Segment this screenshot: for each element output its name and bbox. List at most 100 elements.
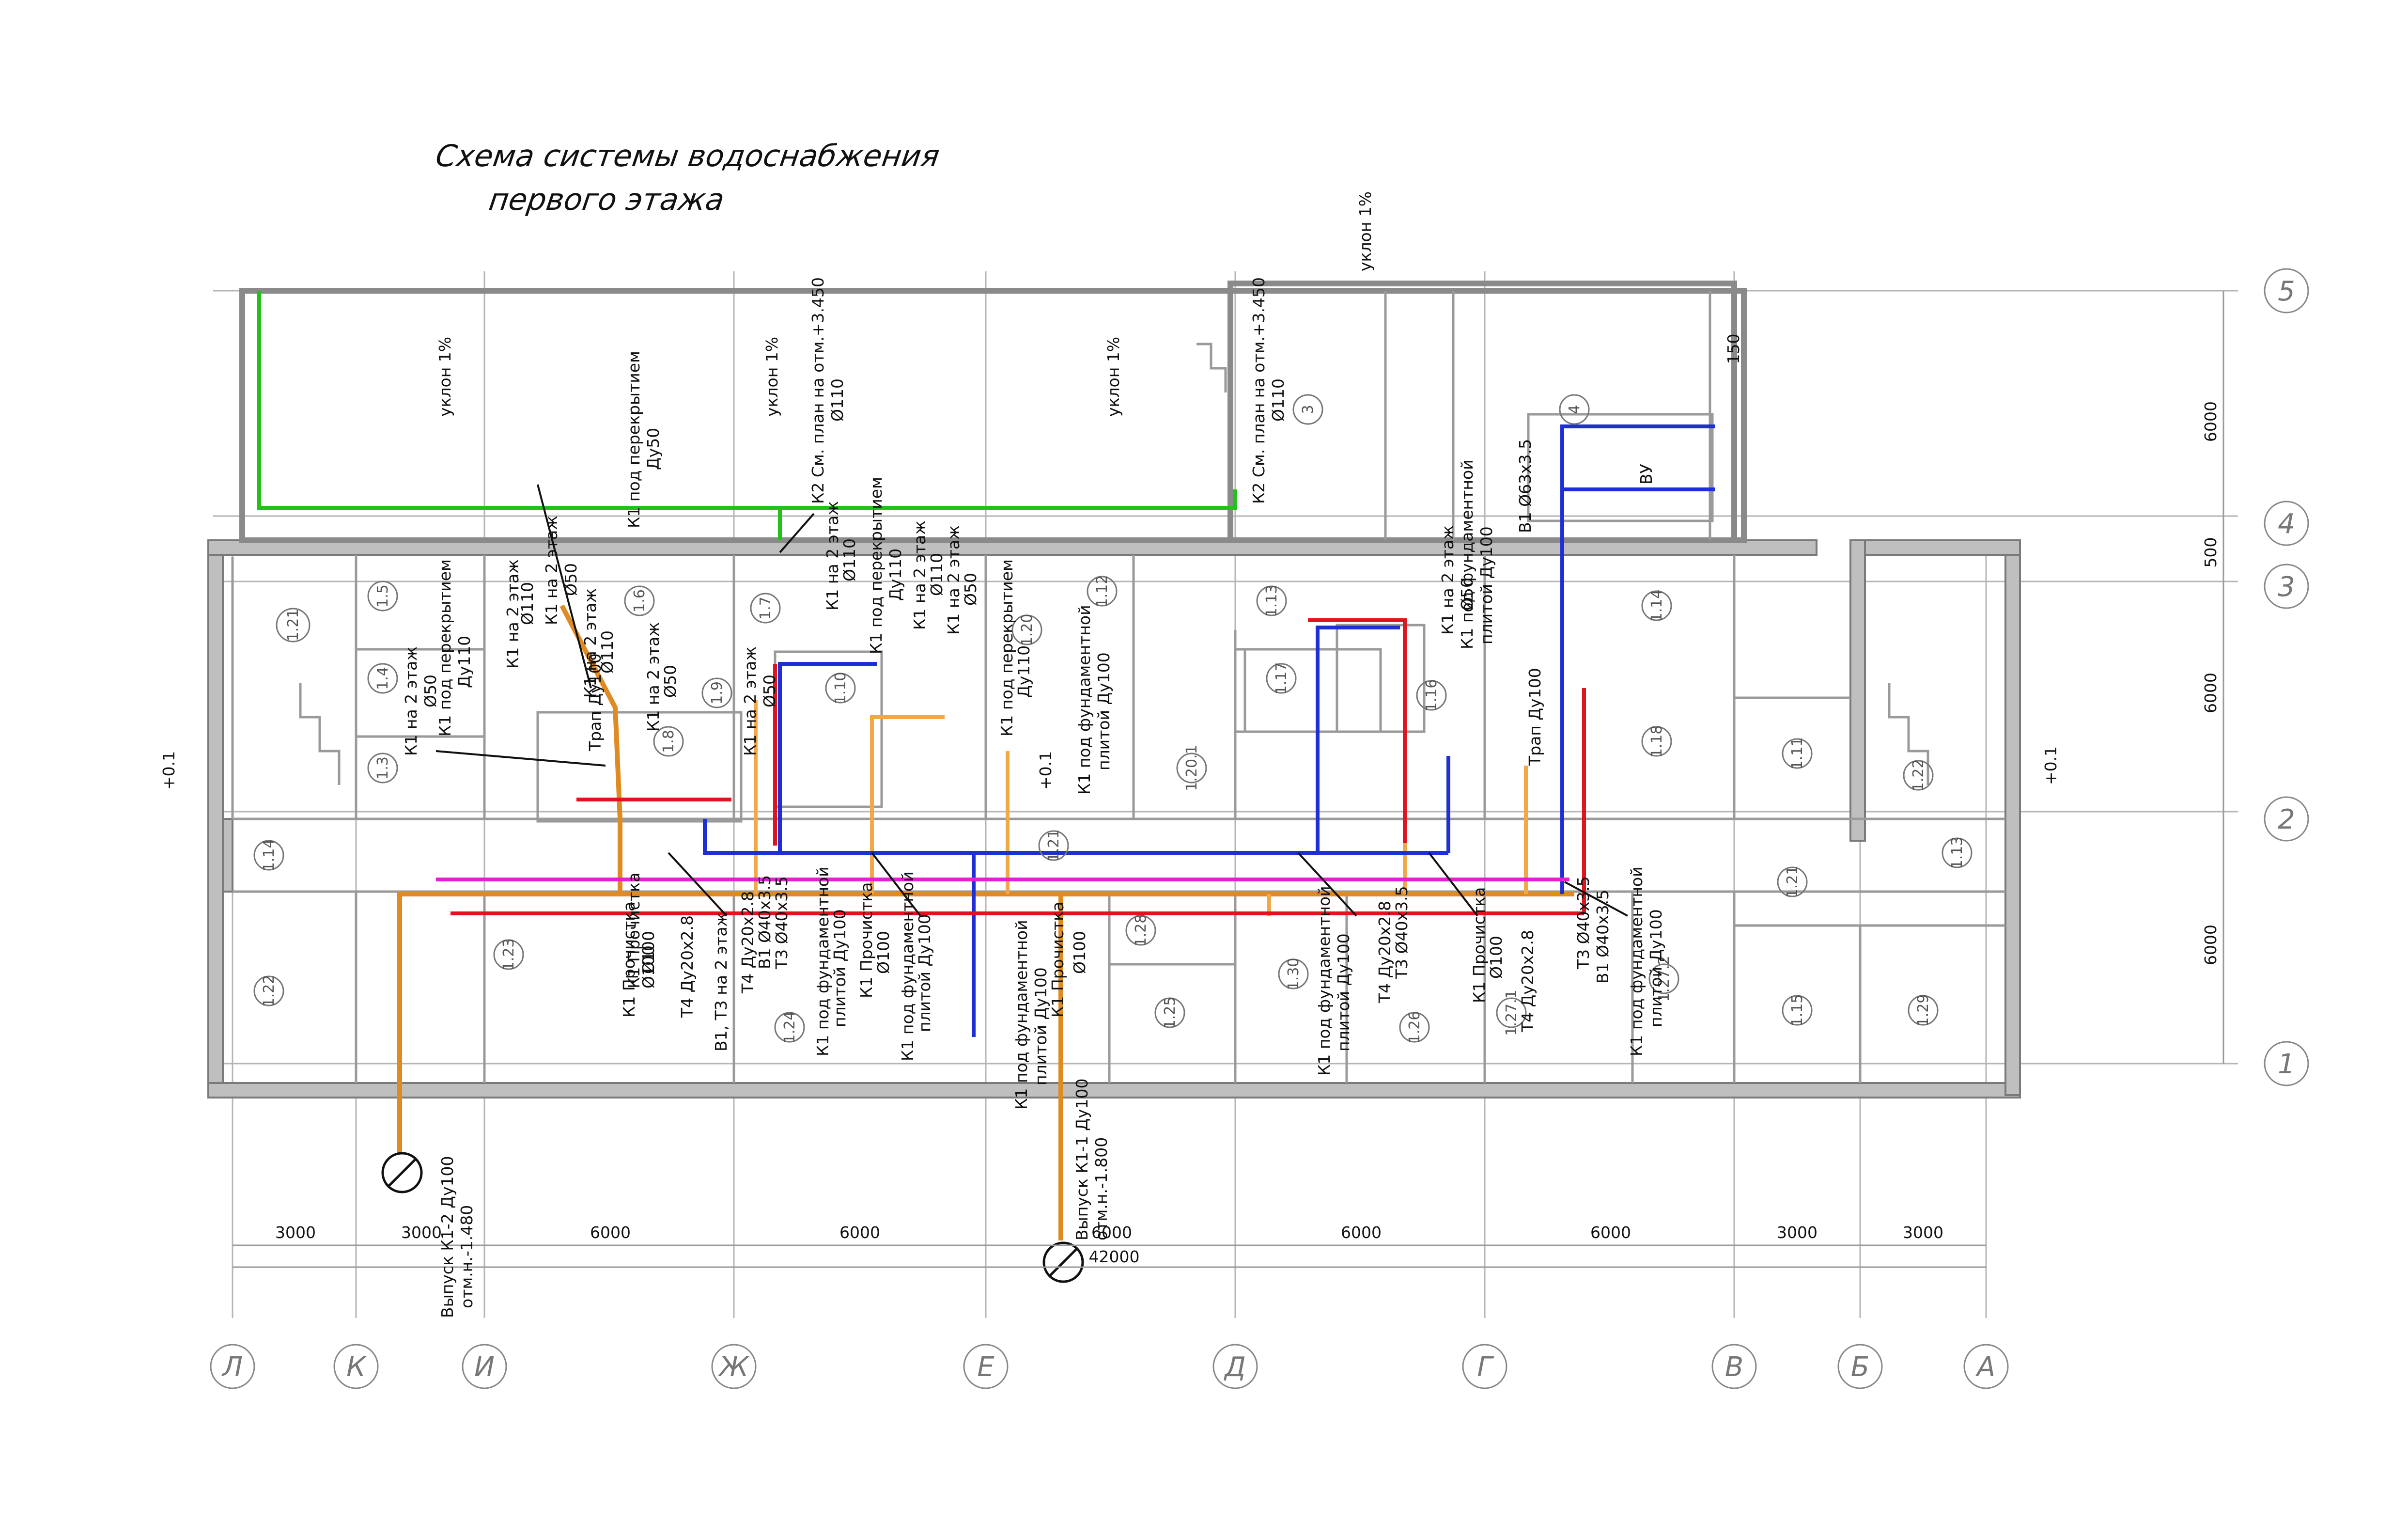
- pipe-label: К1 под фундаментной: [813, 866, 832, 1056]
- pipe-label: Ø110: [828, 378, 847, 422]
- room-tag: 1.21: [1777, 866, 1808, 898]
- axis-bubble-I: [462, 1344, 507, 1389]
- pipe-label: К1 Прочистка: [624, 873, 643, 989]
- pipe-label: К1 под перекрытием: [624, 351, 643, 528]
- svg-text:1.13: 1.13: [1263, 585, 1280, 617]
- axis-label-A: А: [1975, 1351, 1995, 1383]
- pipe-label: К1 на 2 этаж: [910, 520, 929, 630]
- svg-text:1.21: 1.21: [1045, 830, 1062, 862]
- svg-text:1.24: 1.24: [781, 1011, 798, 1044]
- interior-partitions: [233, 555, 2005, 1083]
- dimension-lines: [233, 291, 2224, 1268]
- room-tag: 1.28: [1125, 914, 1156, 947]
- axis-label-2: 2: [2278, 804, 2295, 835]
- pipe-label: К1 Прочистка: [1048, 902, 1067, 1018]
- room-tag: 1.13: [1256, 585, 1287, 617]
- outlet-symbols: [381, 1152, 1084, 1283]
- level-marks: +0.1 +0.1 +0.1: [159, 746, 2060, 790]
- room-tag: 1.23: [493, 939, 524, 971]
- dim-7: 6000: [1590, 1223, 1631, 1242]
- cold-water-pipes: [703, 424, 1715, 1037]
- pipe-label: К1 под фундаментной: [1075, 605, 1094, 795]
- pipe-label: плитой Ду100: [915, 914, 934, 1032]
- pipe-label: Ø50: [661, 665, 680, 698]
- grid-lines: [213, 271, 2238, 1318]
- leader-lines: [435, 484, 1628, 917]
- pipe-label: Т3 Ø40х3.5: [1392, 886, 1411, 979]
- axis-label-G: Г: [1477, 1351, 1494, 1383]
- axis-bubble-5: [2264, 268, 2309, 314]
- entrance-wall: [222, 818, 233, 893]
- pipe-label: К1 под фундаментной: [1315, 886, 1334, 1076]
- svg-text:1.30: 1.30: [1285, 958, 1302, 990]
- slope-note: уклон 1%: [762, 337, 781, 417]
- pipe-label: Ø50: [421, 675, 440, 707]
- axis-bubble-Zh: [711, 1344, 757, 1389]
- dim-8: 3000: [1777, 1223, 1818, 1242]
- svg-text:1.21: 1.21: [285, 609, 302, 642]
- pipe-label: Ø50: [760, 675, 779, 707]
- axis-label-D: Д: [1223, 1351, 1246, 1383]
- svg-text:1.20.1: 1.20.1: [1183, 745, 1200, 791]
- axis-bubble-4: [2264, 501, 2309, 546]
- pipe-label: плитой Ду100: [1647, 909, 1665, 1027]
- pipe-label: К1 под фундаментной: [1458, 459, 1476, 649]
- pipe-label: Ду110: [886, 549, 905, 601]
- room-tag: 1.27.1: [1496, 989, 1527, 1036]
- pipe-label: Ø110: [840, 538, 859, 581]
- pipe-label: Ø100: [874, 931, 893, 974]
- pipe-label: Ø100: [639, 945, 658, 989]
- svg-text:1.9: 1.9: [709, 681, 726, 705]
- svg-text:1.28: 1.28: [1133, 914, 1150, 947]
- pipe-label: К1 на 2 этаж: [741, 646, 760, 756]
- room-tag: 1.6: [624, 585, 655, 616]
- axis-bubble-V: [1711, 1344, 1757, 1389]
- svg-text:1.3: 1.3: [374, 756, 391, 780]
- pipe-label: К1 на 2 этаж: [402, 646, 420, 756]
- dim-4: 6000: [839, 1223, 880, 1242]
- svg-text:1.16: 1.16: [1423, 679, 1440, 712]
- pipe-label: Ду110: [455, 636, 474, 688]
- pipe-label: Т3 Ø40х3.5: [772, 876, 791, 970]
- slope-notes: уклон 1% уклон 1% уклон 1% уклон 1%: [435, 191, 1375, 417]
- room-tag: 1.27.2: [1648, 956, 1679, 1002]
- axis-label-B: Б: [1851, 1351, 1869, 1383]
- upper-labels: К1 под перекрытием Ду50 К2 См. план на о…: [624, 277, 1656, 533]
- svg-text:1.11: 1.11: [1789, 737, 1806, 770]
- svg-text:1.10: 1.10: [832, 672, 849, 705]
- pipe-label: К1 Прочистка: [1470, 887, 1489, 1003]
- slope-note: уклон 1%: [1104, 337, 1123, 417]
- svg-text:1.17: 1.17: [1273, 662, 1290, 695]
- axis-bubble-1: [2264, 1041, 2309, 1086]
- pipe-label: плитой Ду100: [1031, 967, 1050, 1085]
- svg-text:1.8: 1.8: [660, 730, 677, 753]
- room-tag: 1.22: [1903, 759, 1934, 791]
- room-tag: 1.25: [1154, 997, 1185, 1029]
- axis-bubble-D: [1212, 1344, 1258, 1389]
- axis-label-I: И: [474, 1351, 495, 1383]
- dim-1: 3000: [275, 1223, 316, 1242]
- pipe-label: плитой Ду100: [1094, 652, 1113, 770]
- svg-text:1.29: 1.29: [1915, 994, 1932, 1027]
- pipe-label: Т3 Ø40х3.5: [1574, 876, 1593, 970]
- pipe-label: К1 под перекрытием: [435, 559, 454, 737]
- room-tag: 1.14: [253, 839, 284, 871]
- svg-text:1.18: 1.18: [1648, 725, 1665, 758]
- pipe-label: Ø100: [1487, 936, 1506, 979]
- room-tag: 1.15: [1782, 994, 1813, 1026]
- stairs: [299, 343, 1929, 785]
- pipe-label: В1 Ø63х3.5: [1516, 439, 1535, 533]
- level-mark: +0.1: [1036, 751, 1055, 790]
- pipe-label: К1 Прочистка: [857, 882, 876, 998]
- pipe-label: В1 Ø40х3.5: [1593, 890, 1612, 984]
- dim-2: 3000: [401, 1223, 442, 1242]
- pipe-label: плитой Ду100: [830, 909, 849, 1027]
- pipe-label: Ø50: [561, 563, 580, 596]
- vu-room: [1527, 413, 1714, 522]
- room-tag: 1.12: [1087, 575, 1118, 607]
- svg-text:1.27.1: 1.27.1: [1503, 989, 1520, 1036]
- pipe-label: К1 на 2 этаж: [1438, 525, 1457, 635]
- pipe-label: К1 под перекрытием: [867, 477, 886, 654]
- svg-text:1.20: 1.20: [1019, 614, 1036, 646]
- pipe-label: К2 См. план на отм.+3.450: [1249, 277, 1268, 504]
